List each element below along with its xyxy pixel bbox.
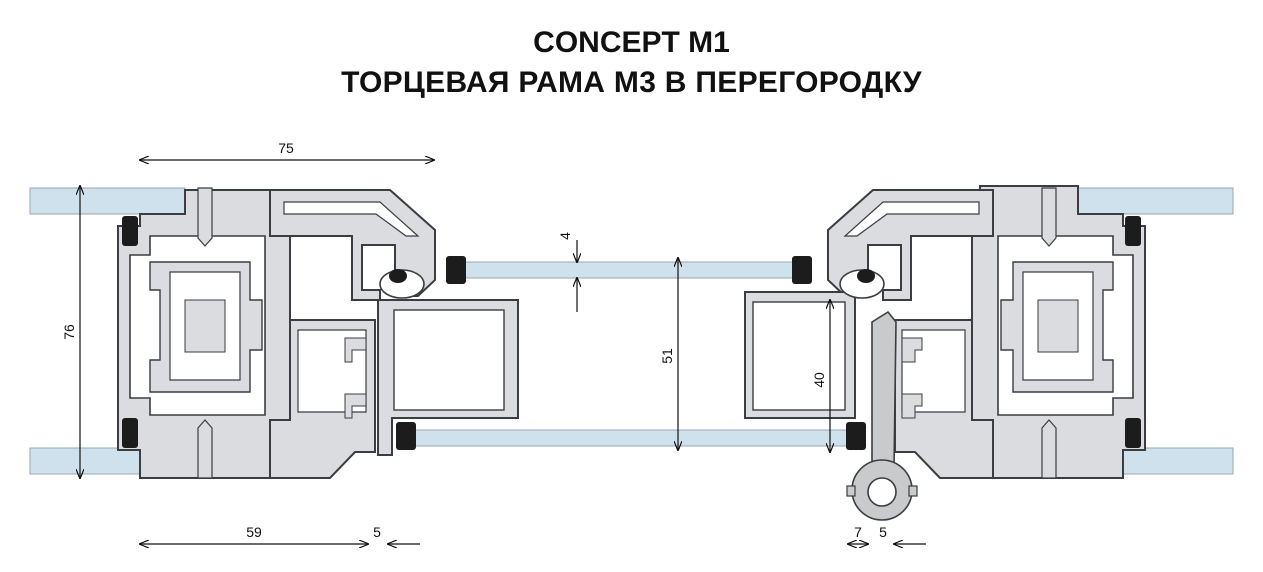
dim-right-height: 40	[811, 372, 827, 388]
right-clip-top	[1041, 187, 1057, 247]
middle-gasket-bottom-left	[396, 422, 416, 450]
left-clip-bottom	[197, 419, 213, 479]
dim-top-width: 75	[278, 140, 294, 156]
dim-bottom-left-offset: 5	[373, 524, 381, 540]
dimension-lines: 75 76 4 51 40 59 5 7 5	[61, 140, 926, 544]
right-gasket-bottom	[1125, 418, 1141, 448]
dim-height-left: 76	[61, 324, 77, 340]
dim-bottom-right-b: 5	[879, 524, 887, 540]
handle-knob-hole	[867, 477, 897, 507]
diagram-subtitle: ТОРЦЕВАЯ РАМА М3 В ПЕРЕГОРОДКУ	[341, 66, 922, 99]
middle-glass-bottom	[409, 429, 861, 447]
left-gasket-bottom	[122, 418, 138, 448]
diagram-title: CONCEPT M1	[533, 26, 730, 59]
dim-bottom-left: 59	[246, 524, 262, 540]
dim-bottom-right-a: 7	[854, 524, 862, 540]
middle-glass-top	[457, 261, 809, 279]
left-clip-top	[197, 187, 213, 247]
middle-gasket-bottom-right	[846, 422, 866, 450]
dim-middle-height: 51	[659, 348, 675, 364]
left-frame-assembly	[29, 187, 519, 479]
dim-gap: 4	[557, 232, 573, 240]
left-gasket-top	[122, 216, 138, 246]
left-glass-top	[29, 187, 186, 215]
middle-gasket-top-right	[792, 256, 812, 284]
right-glass-top	[1077, 187, 1234, 215]
middle-glazing	[396, 256, 866, 450]
middle-gasket-top-left	[446, 256, 466, 284]
right-gasket-top	[1125, 216, 1141, 246]
handle-shaft	[871, 310, 897, 469]
right-clip-bottom	[1041, 419, 1057, 479]
right-frame-assembly	[744, 185, 1234, 521]
